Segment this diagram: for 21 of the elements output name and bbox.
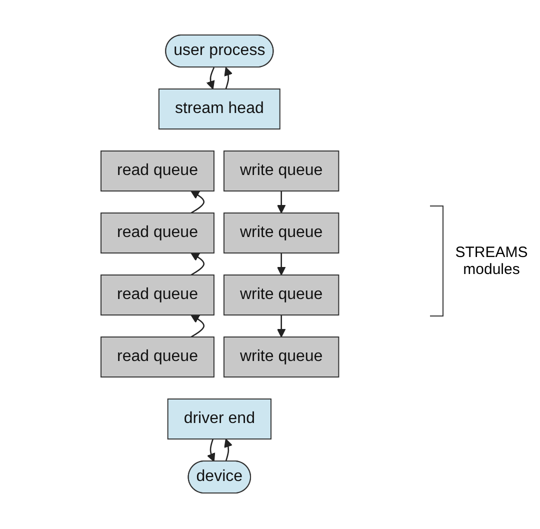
node-box: read queue (100, 336, 215, 378)
node-box: write queue (224, 274, 340, 316)
node-box: read queue (100, 212, 215, 254)
arrow (277, 315, 286, 338)
node-box: read queue (100, 150, 215, 192)
node-box: read queue (100, 274, 215, 316)
node-box: write queue (224, 212, 340, 254)
node-box: driver end (167, 398, 272, 440)
arrow (190, 252, 205, 276)
node-box: write queue (224, 150, 340, 192)
arrow (224, 438, 233, 462)
node-box: stream head (158, 88, 281, 130)
group-label: STREAMS modules (454, 244, 529, 278)
arrow (190, 190, 205, 214)
arrow (207, 438, 216, 462)
arrow (277, 191, 286, 214)
node-box: write queue (224, 336, 340, 378)
arrow (224, 67, 233, 90)
arrow (190, 314, 205, 338)
arrow (206, 67, 215, 90)
arrow (277, 253, 286, 276)
